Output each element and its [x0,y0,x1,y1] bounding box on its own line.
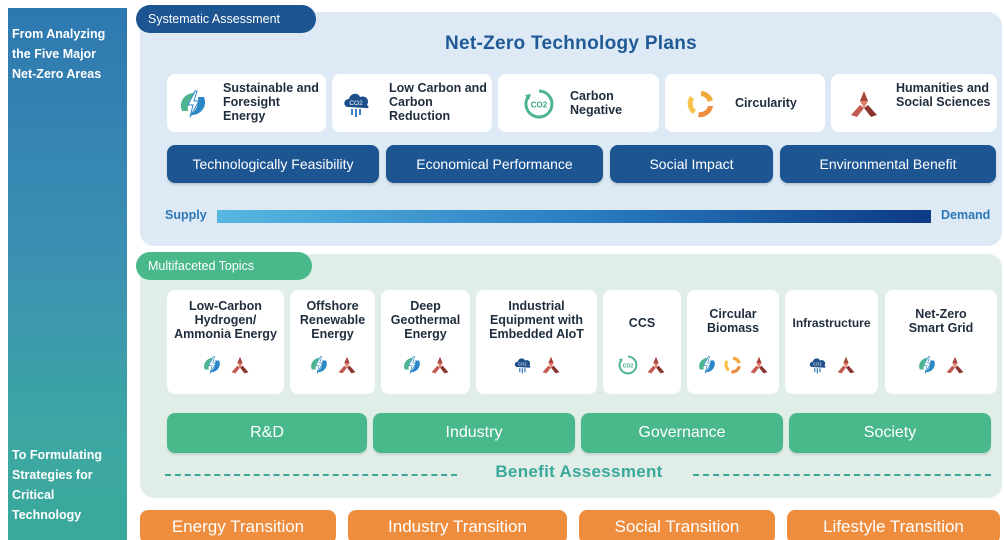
area-label: Low Carbon and Carbon Reduction [389,81,487,123]
energy-transition: Energy Transition [140,510,336,540]
topic-label: Low-Carbon Hydrogen/ Ammonia Energy [174,299,277,341]
lifestyle-transition: Lifestyle Transition [787,510,1000,540]
hands-together-icon [336,354,358,376]
circular-arrows-icon [722,354,744,376]
topic-label: CCS [628,316,656,330]
topic-icons [381,354,470,376]
energy-leaf-bolt-icon [201,354,223,376]
hands-together-icon [229,354,251,376]
energy-leaf-bolt-icon [916,354,938,376]
side-bottom-text: To Formulating Strategies for Critical T… [12,448,103,522]
page-title: Net-Zero Technology Plans [444,33,698,54]
energy-leaf-bolt-icon [696,354,718,376]
energy-leaf-bolt-icon [176,87,210,121]
hands-together-icon [748,354,770,376]
hands-together-icon [847,87,881,121]
systematic-assessment-tag: Systematic Assessment [136,5,316,33]
energy-leaf-bolt-icon [308,354,330,376]
criterion-technological-feasibility: Technologically Feasibility [167,145,379,183]
hands-together-icon [429,354,451,376]
dashed-divider-right [693,474,991,476]
topic-icons [290,354,375,376]
hands-together-icon [540,354,562,376]
dashed-divider-left [165,474,457,476]
co2-cloud-icon [512,354,534,376]
topic-icons [885,354,997,376]
circular-arrows-icon [684,87,718,121]
topic-card-offshore: Offshore Renewable Energy [290,290,375,394]
multifaceted-topics-tag: Multifaceted Topics [136,252,312,280]
co2-cycle-icon [522,87,556,121]
criterion-economical-performance: Economical Performance [386,145,603,183]
industry-transition: Industry Transition [348,510,567,540]
topic-label: Net-Zero Smart Grid [908,307,974,335]
criterion-environmental-benefit: Environmental Benefit [780,145,996,183]
criterion-social-impact: Social Impact [610,145,773,183]
social-transition: Social Transition [579,510,775,540]
energy-leaf-bolt-icon [401,354,423,376]
topic-label: Infrastructure [792,316,871,330]
topic-icons [476,354,597,376]
side-top-text: From Analyzing the Five Major Net-Zero A… [12,27,106,81]
hands-together-icon [944,354,966,376]
stakeholder-rd: R&D [167,413,367,453]
area-label: Circularity [735,96,797,110]
supply-label: Supply [165,208,207,222]
co2-cycle-icon [617,354,639,376]
area-card-energy: Sustainable and Foresight Energy [167,74,326,132]
co2-cloud-icon [807,354,829,376]
area-card-humanities: Humanities and Social Sciences [831,74,997,132]
hands-together-icon [645,354,667,376]
topic-label: Industrial Equipment with Embedded AIoT [489,299,584,341]
topic-label: Offshore Renewable Energy [299,299,366,341]
topic-icons [687,354,779,376]
topic-icons [785,354,878,376]
supply-demand-gradient-bar [217,210,931,223]
area-label: Sustainable and Foresight Energy [223,81,319,123]
topic-card-hydrogen: Low-Carbon Hydrogen/ Ammonia Energy [167,290,284,394]
topic-card-smart-grid: Net-Zero Smart Grid [885,290,997,394]
area-card-low-carbon: Low Carbon and Carbon Reduction [332,74,492,132]
stakeholder-governance: Governance [581,413,783,453]
topic-label: Circular Biomass [706,307,760,335]
topic-card-infrastructure: Infrastructure [785,290,878,394]
co2-cloud-icon [340,87,374,121]
benefit-assessment-label: Benefit Assessment [495,462,663,481]
topic-card-circular-biomass: Circular Biomass [687,290,779,394]
area-label: Carbon Negative [570,89,623,117]
topic-icons [167,354,284,376]
area-label: Humanities and Social Sciences [896,81,991,109]
stakeholder-industry: Industry [373,413,575,453]
side-bar [8,8,127,540]
topic-icons [603,354,681,376]
topic-card-ccs: CCS [603,290,681,394]
stakeholder-society: Society [789,413,991,453]
topic-card-geothermal: Deep Geothermal Energy [381,290,470,394]
topic-card-aiot: Industrial Equipment with Embedded AIoT [476,290,597,394]
hands-together-icon [835,354,857,376]
topic-label: Deep Geothermal Energy [390,299,461,341]
area-card-carbon-negative: Carbon Negative [498,74,659,132]
demand-label: Demand [941,208,991,222]
area-card-circularity: Circularity [665,74,825,132]
